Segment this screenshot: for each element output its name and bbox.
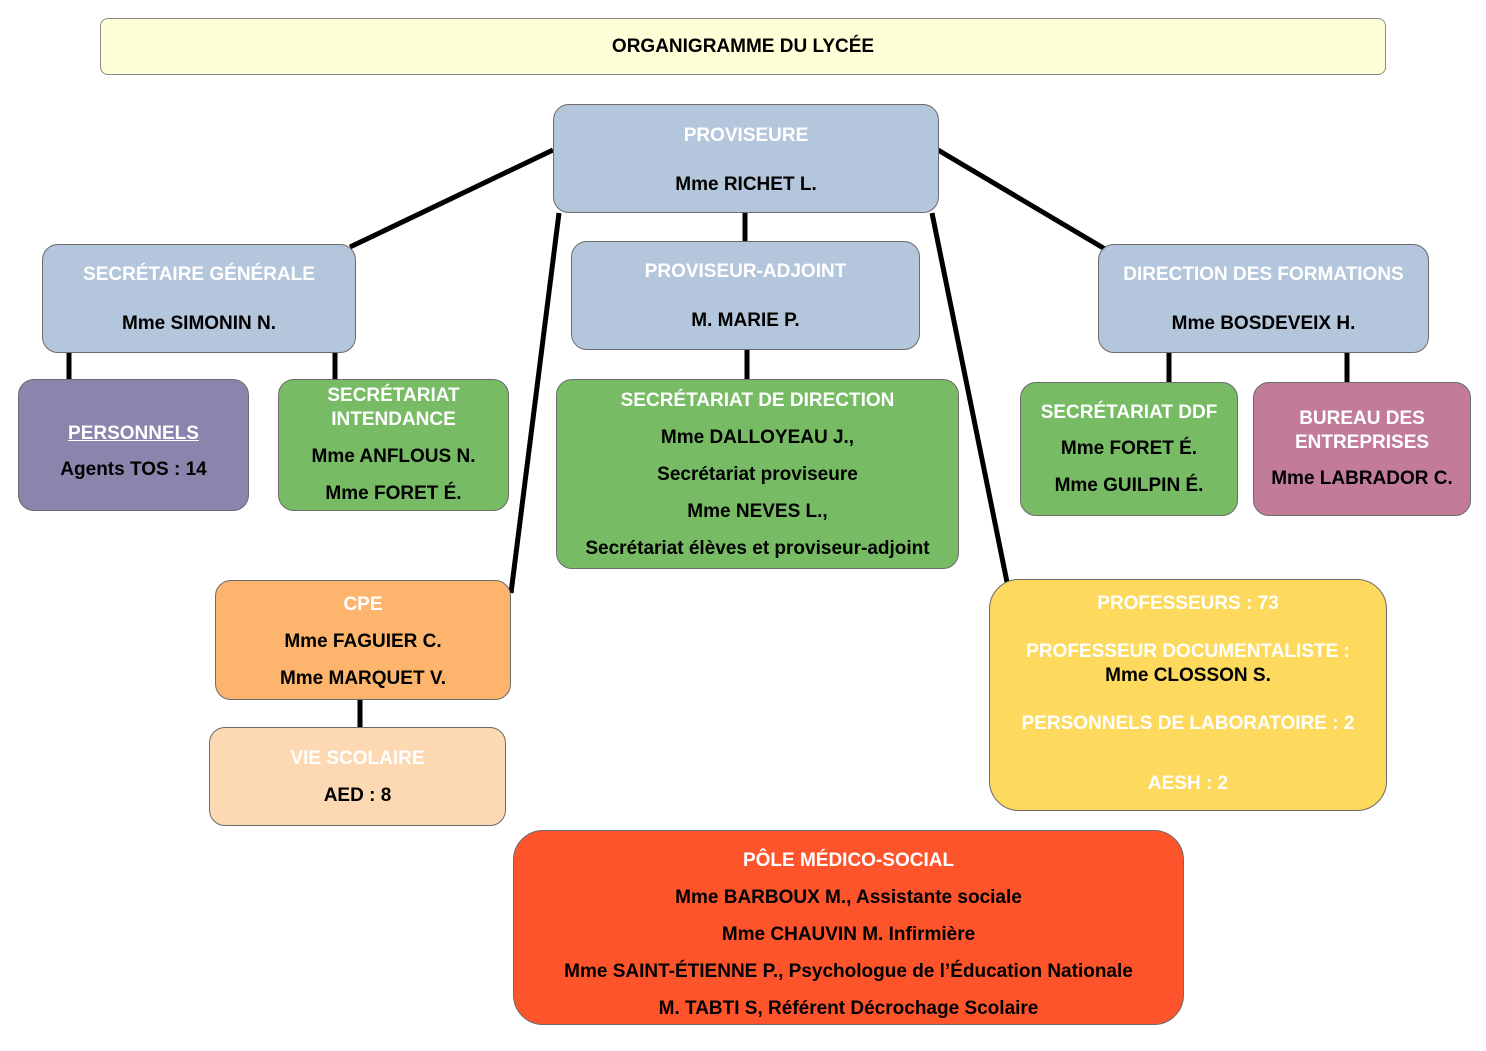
node-name: Mme GUILPIN É. [1054, 475, 1204, 496]
node-name: Mme RICHET L. [675, 174, 817, 195]
node-name: Mme FORET É. [1060, 438, 1198, 459]
node-line: Secrétariat élèves et proviseur-adjoint [585, 538, 930, 559]
node-name: Mme FORET É. [325, 483, 462, 504]
link-proviseure-secretaire-generale [348, 147, 555, 250]
node-line: M. TABTI S, Référent Décrochage Scolaire [658, 998, 1039, 1019]
node-title: VIE SCOLAIRE [290, 748, 425, 769]
node-line: Agents TOS : 14 [60, 459, 207, 480]
node-proviseure: PROVISEURE Mme RICHET L. [553, 104, 939, 213]
node-title: CPE [343, 594, 383, 615]
link-proviseure-direction-formations [936, 147, 1107, 252]
node-personnels: PERSONNELS Agents TOS : 14 [18, 379, 249, 511]
node-name: Mme ANFLOUS N. [311, 446, 476, 467]
page-title: ORGANIGRAMME DU LYCÉE [100, 18, 1386, 75]
node-name: Mme LABRADOR C. [1271, 468, 1453, 489]
node-cpe: CPE Mme FAGUIER C. Mme MARQUET V. [215, 580, 511, 700]
node-vie-scolaire: VIE SCOLAIRE AED : 8 [209, 727, 506, 826]
aesh-count: AESH : 2 [1147, 773, 1229, 794]
node-bureau-entreprises: BUREAU DES ENTREPRISES Mme LABRADOR C. [1253, 382, 1471, 516]
node-secretaire-generale: SECRÉTAIRE GÉNÉRALE Mme SIMONIN N. [42, 244, 356, 353]
node-professeurs: PROFESSEURS : 73 PROFESSEUR DOCUMENTALIS… [989, 579, 1387, 811]
node-name: Mme BOSDEVEIX H. [1171, 313, 1356, 334]
link-proviseure-cpe [508, 212, 562, 594]
node-title: PROVISEURE [683, 125, 809, 146]
node-line: AED : 8 [323, 785, 392, 806]
node-secretariat-ddf: SECRÉTARIAT DDF Mme FORET É. Mme GUILPIN… [1020, 382, 1238, 516]
node-title: PERSONNELS [68, 423, 199, 444]
documentaliste-name: Mme CLOSSON S. [1105, 665, 1271, 686]
node-name: Mme FAGUIER C. [284, 631, 442, 652]
node-title-line-2: INTENDANCE [331, 409, 456, 430]
node-direction-formations: DIRECTION DES FORMATIONS Mme BOSDEVEIX H… [1098, 244, 1429, 353]
node-title: PROVISEUR-ADJOINT [644, 261, 847, 282]
node-pole-medico-social: PÔLE MÉDICO-SOCIAL Mme BARBOUX M., Assis… [513, 830, 1184, 1025]
node-line: Mme CHAUVIN M. Infirmière [721, 924, 976, 945]
node-secretariat-direction: SECRÉTARIAT DE DIRECTION Mme DALLOYEAU J… [556, 379, 959, 569]
node-title: SECRÉTARIAT DDF [1040, 402, 1218, 423]
node-title-line-1: SECRÉTARIAT [327, 385, 460, 406]
node-name: Mme MARQUET V. [279, 668, 447, 689]
node-title-line-2: ENTREPRISES [1294, 432, 1430, 453]
node-line: Secrétariat proviseure [657, 464, 858, 485]
node-line: Mme BARBOUX M., Assistante sociale [675, 887, 1022, 908]
node-name: M. MARIE P. [691, 310, 800, 331]
professeurs-count: PROFESSEURS : 73 [1097, 593, 1279, 614]
node-line: Mme DALLOYEAU J., [660, 427, 855, 448]
node-title: SECRÉTARIAT DE DIRECTION [620, 390, 895, 411]
documentaliste-label: PROFESSEUR DOCUMENTALISTE : [1026, 641, 1350, 662]
node-line: Mme NEVES L., [687, 501, 828, 522]
title-text: ORGANIGRAMME DU LYCÉE [611, 35, 875, 57]
node-title: DIRECTION DES FORMATIONS [1123, 264, 1404, 285]
node-title-line-1: BUREAU DES [1299, 408, 1425, 429]
node-name: Mme SIMONIN N. [121, 313, 277, 334]
node-title: PÔLE MÉDICO-SOCIAL [742, 850, 955, 871]
link-proviseure-professeurs [929, 212, 1011, 588]
node-proviseur-adjoint: PROVISEUR-ADJOINT M. MARIE P. [571, 241, 920, 350]
node-line: Mme SAINT-ÉTIENNE P., Psychologue de l’É… [564, 961, 1133, 982]
node-title: SECRÉTAIRE GÉNÉRALE [83, 264, 315, 285]
node-secretariat-intendance: SECRÉTARIAT INTENDANCE Mme ANFLOUS N. Mm… [278, 379, 509, 511]
laboratoire-count: PERSONNELS DE LABORATOIRE : 2 [1021, 713, 1355, 734]
